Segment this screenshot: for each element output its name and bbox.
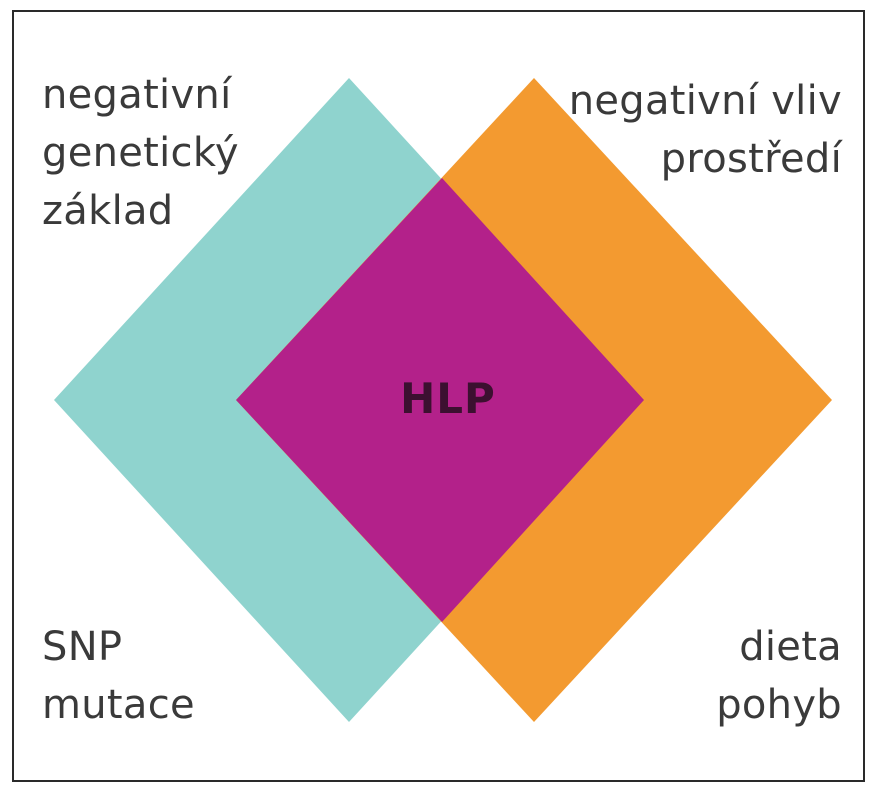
- genetic-factor-label: negativní genetický základ: [42, 66, 239, 240]
- environment-example-2: pohyb: [716, 682, 842, 728]
- center-label-hlp: HLP: [400, 374, 496, 423]
- genetic-label-line-1: negativní: [42, 72, 232, 118]
- environment-label-line-2: prostředí: [660, 136, 842, 182]
- genetic-label-line-2: genetický: [42, 130, 239, 176]
- environment-factor-label: negativní vliv prostředí: [569, 72, 842, 188]
- genetic-example-2: mutace: [42, 682, 195, 728]
- overlap-diamond: [236, 178, 644, 622]
- genetic-examples-label: SNP mutace: [42, 618, 195, 734]
- environment-examples-label: dieta pohyb: [716, 618, 842, 734]
- genetic-example-1: SNP: [42, 624, 123, 670]
- environment-example-1: dieta: [739, 624, 842, 670]
- environment-label-line-1: negativní vliv: [568, 78, 842, 124]
- diagram-frame: [12, 10, 865, 782]
- genetic-label-line-3: základ: [42, 188, 174, 234]
